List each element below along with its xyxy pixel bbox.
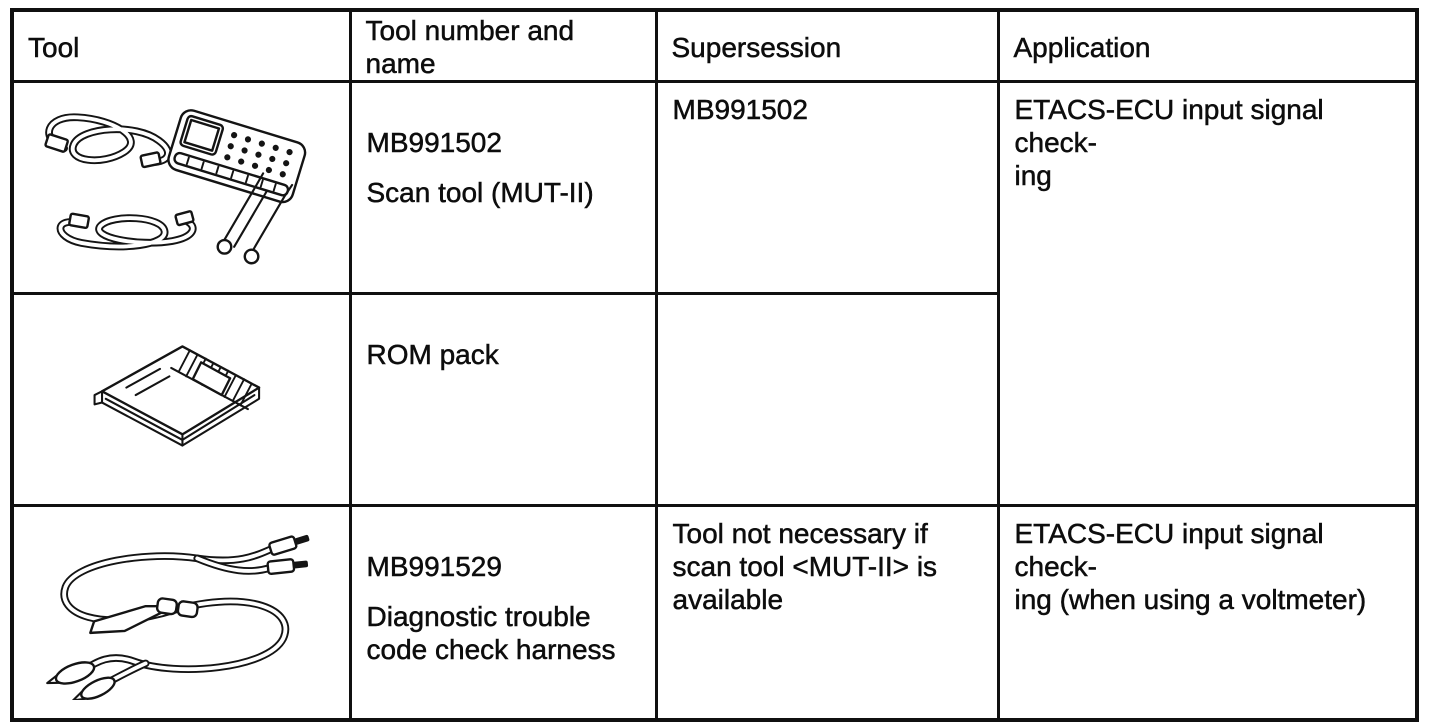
tool-name: Scan tool (MUT-II) (366, 177, 594, 209)
tool-name: ROM pack (366, 339, 499, 371)
col-header-tool-number-name: Tool number and name (348, 8, 658, 83)
tool-name: Diagnostic trouble code check harness (366, 601, 616, 666)
supersession-cell: MB991502 (654, 80, 1000, 295)
col-header-tool: Tool (10, 8, 352, 83)
tool-number: MB991529 (366, 551, 502, 583)
tool-image-cell (10, 292, 352, 507)
header-row: Tool Tool number and name Supersession A… (10, 8, 1419, 83)
application-cell: ETACS-ECU input signal check- ing (996, 80, 1419, 507)
supersession-cell (654, 292, 1000, 507)
tool-number: MB991502 (366, 127, 502, 159)
tool-image-cell (10, 80, 352, 295)
application-cell: ETACS-ECU input signal check- ing (when … (996, 504, 1419, 722)
special-tools-table: Tool Tool number and name Supersession A… (10, 8, 1419, 722)
col-header-supersession: Supersession (654, 8, 1000, 83)
scan-tool-mut-2-illustration (44, 109, 307, 265)
table-row: ROM pack (10, 292, 1417, 507)
supersession-cell: Tool not necessary if scan tool <MUT-II>… (654, 504, 1000, 722)
diagnostic-harness-illustration (46, 534, 310, 702)
tool-image-cell (10, 504, 352, 722)
tool-number-name-cell: ROM pack (348, 292, 658, 507)
rom-pack-illustration (93, 345, 261, 447)
col-header-application: Application (996, 8, 1419, 83)
